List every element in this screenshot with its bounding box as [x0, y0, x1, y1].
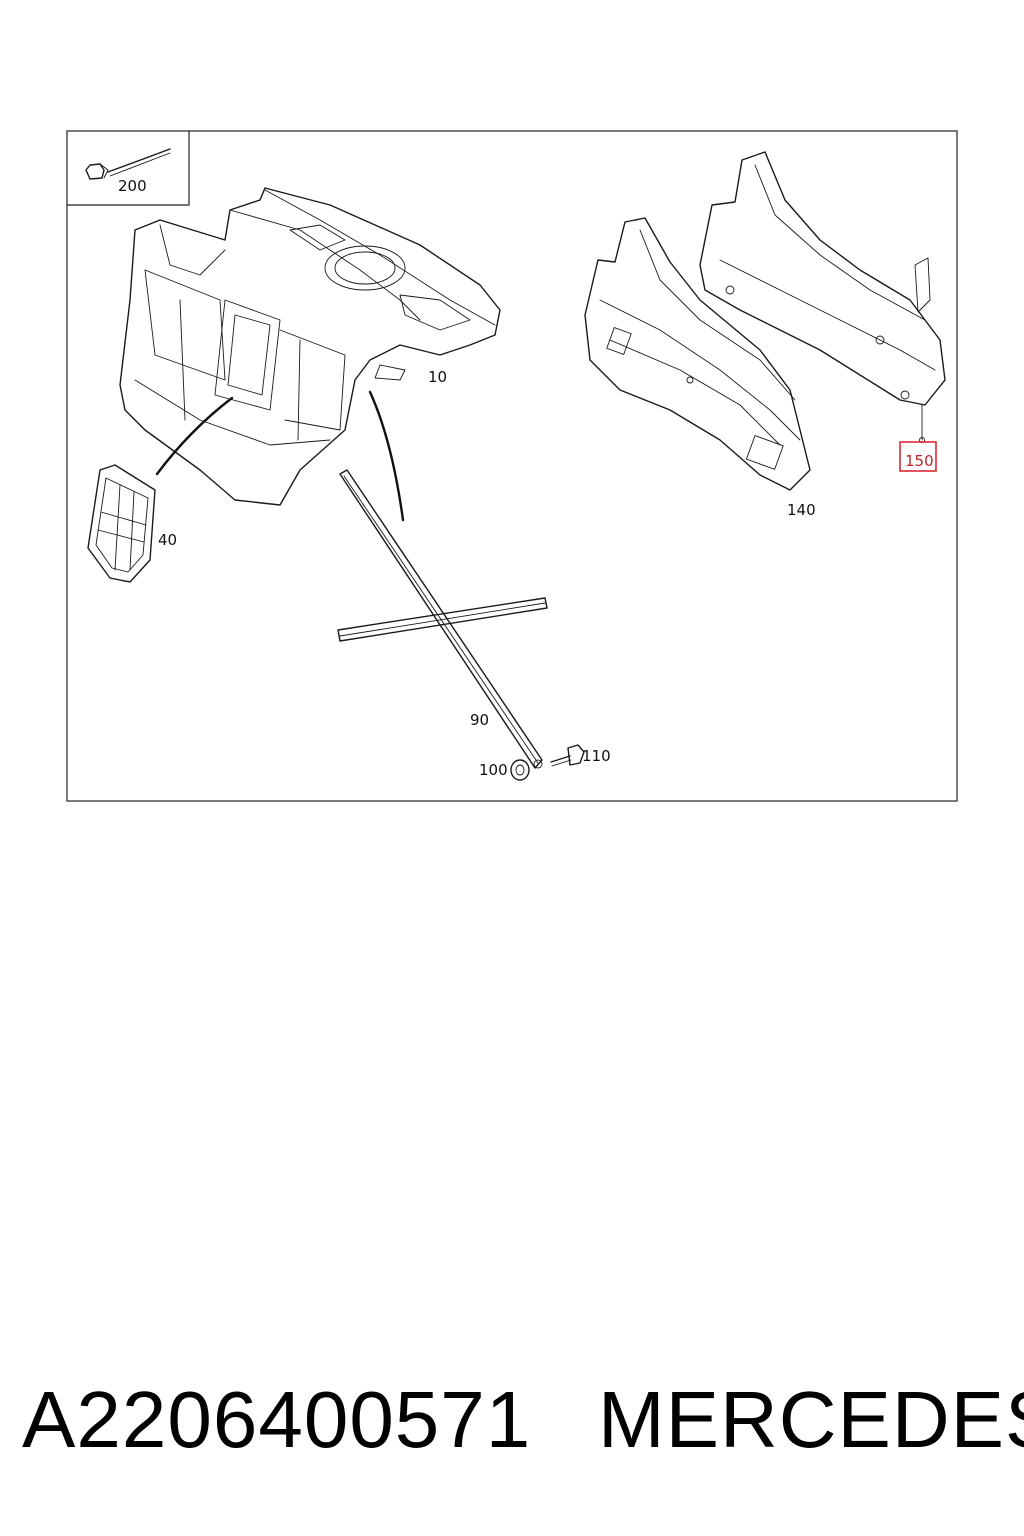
- exploded-parts-diagram: 200 10 40 90: [66, 130, 958, 802]
- callout-40: 40: [158, 531, 177, 549]
- bolt-200-drawing: [85, 148, 171, 180]
- inset-box-200: 200: [67, 131, 190, 206]
- part-110-bolt: [550, 744, 585, 767]
- callout-110: 110: [582, 747, 611, 765]
- callout-140: 140: [787, 501, 816, 519]
- part-150-plug: [919, 403, 925, 443]
- diagram-frame: [66, 130, 958, 802]
- part-10-rear-panel: [119, 187, 501, 506]
- leader-arrow-40: [155, 396, 234, 476]
- callout-90: 90: [470, 711, 489, 729]
- leader-arrow-90: [368, 390, 405, 522]
- part-100-nut: [510, 759, 530, 781]
- footer: A2206400571 MERCEDES: [0, 1370, 1024, 1480]
- callout-10: 10: [428, 368, 447, 386]
- callout-100: 100: [479, 761, 508, 779]
- callout-150-highlight-box: [899, 441, 937, 472]
- part-90-cross-brace: [337, 469, 548, 769]
- callout-200: 200: [118, 177, 147, 195]
- callout-150: 150: [905, 452, 934, 470]
- brand-name: MERCEDES: [598, 1375, 1024, 1464]
- part-40-grille: [87, 464, 156, 583]
- part-number: A2206400571: [22, 1375, 532, 1464]
- part-140-frame-rails: [584, 151, 946, 491]
